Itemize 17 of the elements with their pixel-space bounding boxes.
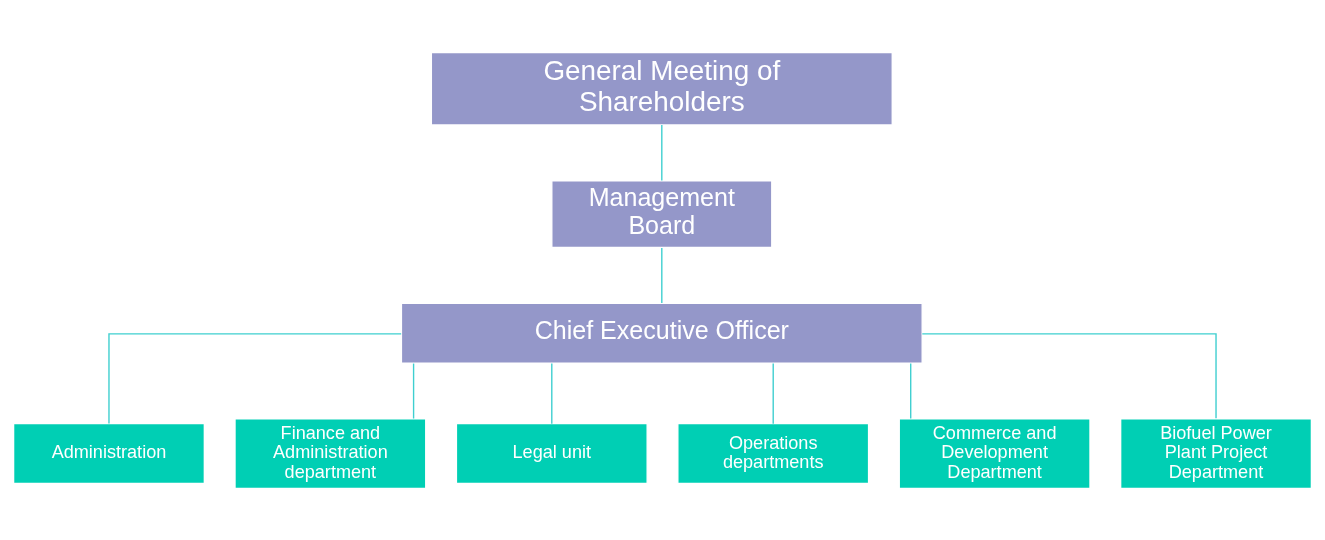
connector bbox=[661, 246, 663, 304]
node-box: Chief Executive Officer bbox=[400, 302, 923, 364]
connector bbox=[412, 362, 415, 419]
node-box: Operations departments bbox=[677, 422, 870, 484]
node-box: Management Board bbox=[551, 179, 773, 248]
node-box: Finance and Administration department bbox=[234, 417, 427, 489]
connector bbox=[910, 362, 912, 419]
connector bbox=[661, 123, 663, 181]
node-box: Administration bbox=[12, 422, 206, 484]
connector bbox=[551, 362, 553, 424]
node-box: Legal unit bbox=[455, 422, 648, 484]
node-box: Commerce and Development Department bbox=[898, 417, 1091, 489]
connector bbox=[108, 332, 402, 424]
connector bbox=[772, 362, 774, 424]
node-box: Biofuel Power Plant Project Department bbox=[1119, 417, 1313, 489]
connector bbox=[921, 332, 1217, 419]
node-box: General Meeting of Shareholders bbox=[430, 51, 893, 126]
